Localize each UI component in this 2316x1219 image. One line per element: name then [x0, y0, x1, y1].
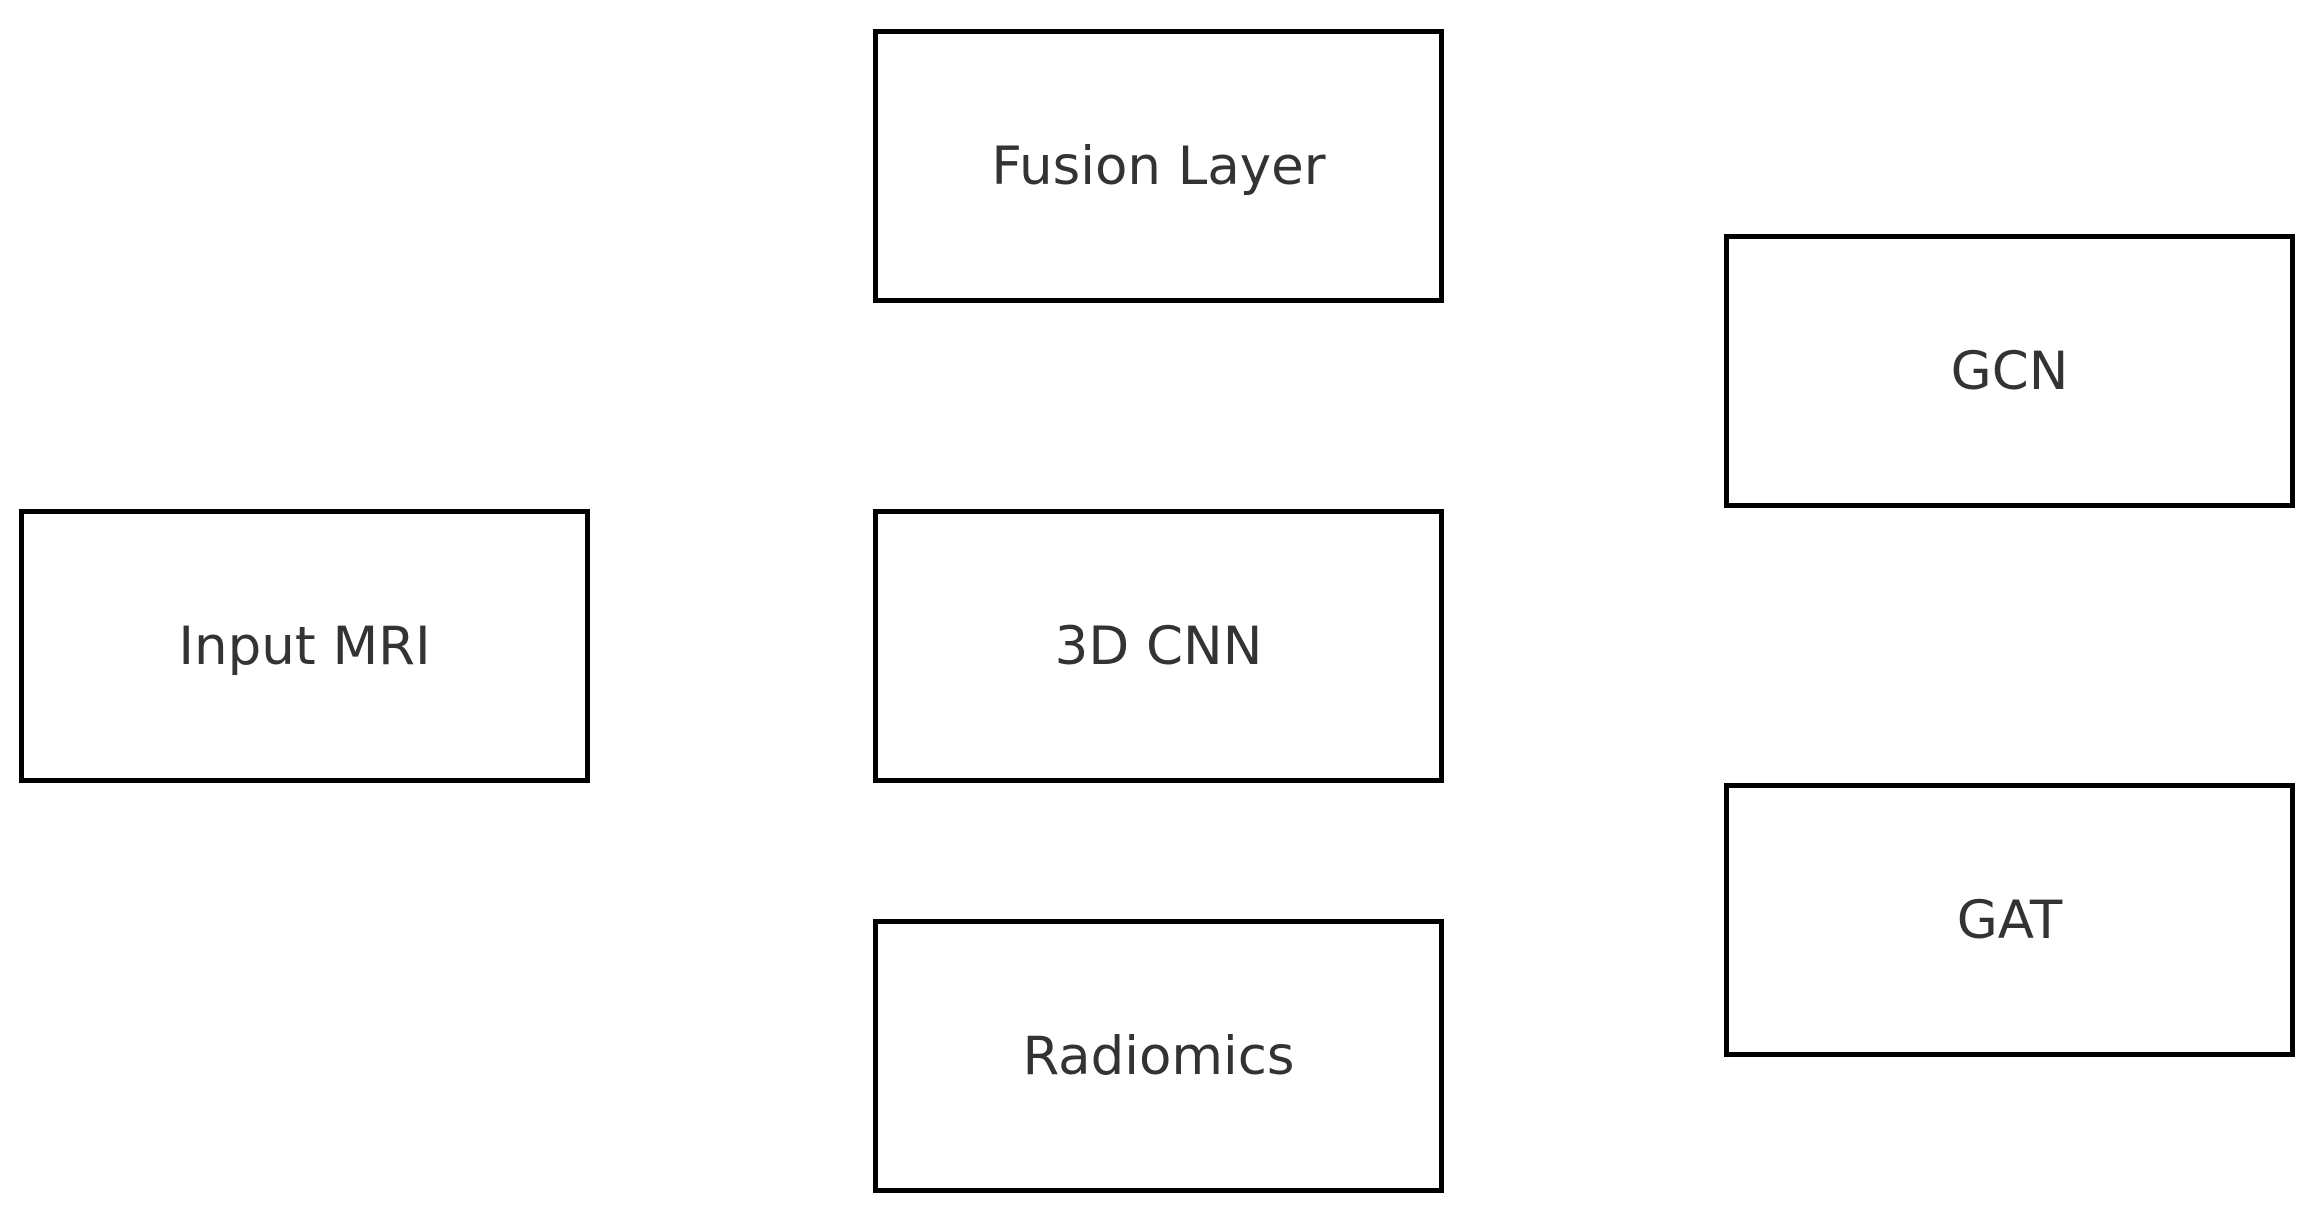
node-gat-label: GAT [1956, 889, 2063, 951]
node-fusion-layer-label: Fusion Layer [991, 135, 1326, 197]
node-fusion-layer: Fusion Layer [873, 29, 1444, 303]
node-gat: GAT [1724, 783, 2295, 1057]
node-input-mri: Input MRI [19, 509, 590, 783]
node-3d-cnn-label: 3D CNN [1054, 615, 1263, 677]
node-radiomics-label: Radiomics [1022, 1025, 1295, 1087]
node-gcn: GCN [1724, 234, 2295, 508]
node-radiomics: Radiomics [873, 919, 1444, 1193]
node-3d-cnn: 3D CNN [873, 509, 1444, 783]
node-input-mri-label: Input MRI [178, 615, 431, 677]
node-gcn-label: GCN [1950, 340, 2069, 402]
